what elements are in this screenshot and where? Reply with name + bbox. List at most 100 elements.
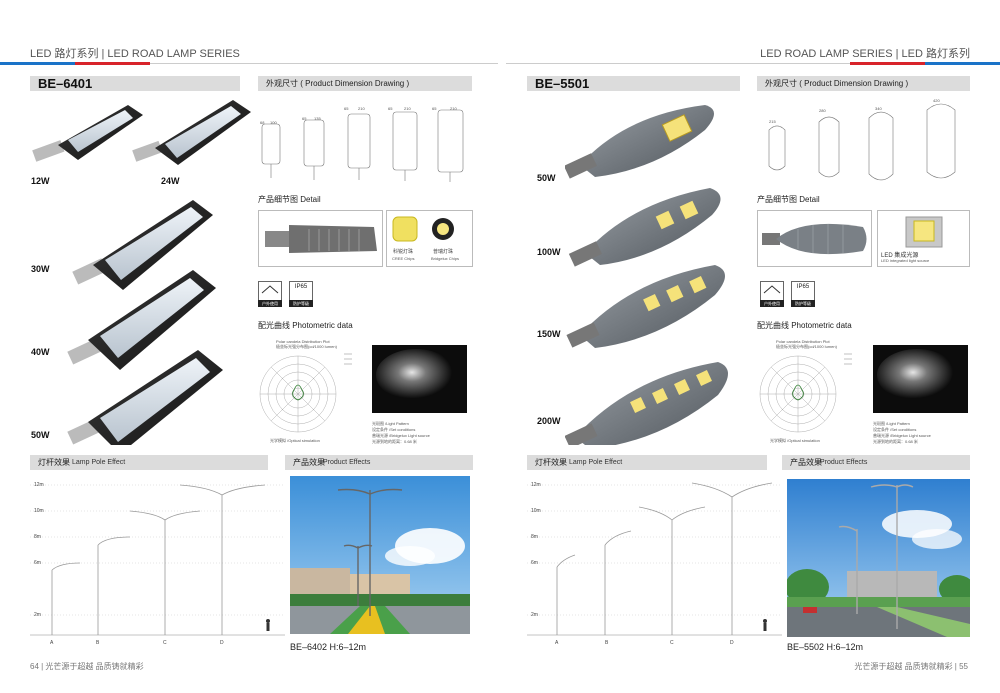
dim-label-4b: 210 bbox=[404, 106, 411, 111]
dim-label-1b: 100 bbox=[270, 120, 277, 125]
right-pole-h-2m: 2m bbox=[531, 612, 538, 618]
left-pole-diagram bbox=[30, 484, 285, 636]
left-product-bar: 产品效果 Product Effects bbox=[285, 455, 473, 470]
watt-label-200w: 200W bbox=[537, 416, 561, 426]
left-ip65-badge: IP65 防护等级 bbox=[289, 281, 313, 307]
watt-label-24w: 24W bbox=[161, 176, 180, 186]
right-polar-title2: 极坐标光强分布图(cd/1000 lumen) bbox=[776, 344, 837, 349]
left-pattern-line2: 设定条件 /Set conditions bbox=[372, 427, 416, 432]
left-dimension-bar: 外观尺寸 ( Product Dimension Drawing ) bbox=[258, 76, 472, 91]
right-chip-image: LED 集成光源 LED integrated light source bbox=[877, 210, 970, 267]
right-detail-image bbox=[757, 210, 872, 267]
watt-label-50w: 50W bbox=[31, 430, 50, 440]
left-chips-image: 科锐灯珠 普瑞灯珠 CREE Chips Bridgelux Chips bbox=[386, 210, 473, 267]
chip2-en: Bridgelux Chips bbox=[431, 256, 460, 261]
right-dimension-drawings bbox=[768, 103, 956, 181]
right-dim-340: 340 bbox=[875, 106, 882, 111]
left-photometric-title: 配光曲线 Photometric data bbox=[258, 321, 353, 330]
left-polar-plot bbox=[259, 353, 352, 433]
right-dim-215: 215 bbox=[769, 119, 776, 124]
chip1-en: CREE Chips bbox=[392, 256, 415, 261]
left-model-name: BE–6401 bbox=[38, 76, 93, 91]
right-product-photo bbox=[787, 479, 970, 637]
right-chip-label: LED 集成光源 bbox=[881, 253, 919, 259]
left-product-photo bbox=[290, 476, 470, 634]
right-pole-h-6m: 6m bbox=[531, 560, 538, 566]
right-pattern-line4: 光源到地的距离：0.68 米 bbox=[873, 439, 918, 444]
left-pole-h-10m: 10m bbox=[34, 508, 44, 514]
right-pole-letter-d: D bbox=[730, 640, 734, 646]
watt-label-150w: 150W bbox=[537, 329, 561, 339]
right-pole-letter-c: C bbox=[670, 640, 674, 646]
lamp-50w-cobra bbox=[565, 105, 714, 179]
dim-label-5a: 65 bbox=[432, 106, 437, 111]
left-model-bar: BE–6401 bbox=[30, 76, 240, 91]
left-pole-letter-d: D bbox=[220, 640, 224, 646]
watt-label-100w: 100W bbox=[537, 247, 561, 257]
right-pole-bar: 灯杆效果 Lamp Pole Effect bbox=[527, 455, 767, 470]
right-lamp-images bbox=[565, 105, 728, 445]
left-detail-title: 产品细节图 Detail bbox=[258, 195, 321, 204]
left-ip65-text: IP65 bbox=[294, 284, 308, 290]
left-pole-letter-b: B bbox=[96, 640, 100, 646]
right-dim-420: 420 bbox=[933, 98, 940, 103]
dim-label-2a: 65 bbox=[302, 116, 307, 121]
left-product-model: BE–6402 H:6–12m bbox=[290, 642, 367, 652]
right-pole-letter-a: A bbox=[555, 640, 559, 646]
right-pattern-line2: 设定条件 /Set conditions bbox=[873, 427, 917, 432]
header-line-blue-right bbox=[925, 62, 1000, 65]
watt-label-50w-right: 50W bbox=[537, 173, 556, 183]
right-dimension-title: 外观尺寸 ( Product Dimension Drawing ) bbox=[765, 79, 909, 88]
right-model-bar: BE–5501 bbox=[527, 76, 740, 91]
left-detail-image bbox=[258, 210, 383, 267]
header-divider-left bbox=[150, 63, 498, 64]
right-product-bar: 产品效果 Product Effects bbox=[782, 455, 970, 470]
right-pole-h-12m: 12m bbox=[531, 482, 541, 488]
right-pole-letter-b: B bbox=[605, 640, 609, 646]
left-polar-title1: Polar candela Distribution Plot bbox=[276, 339, 330, 344]
lamp-24w-image bbox=[132, 100, 251, 165]
right-pattern-line3: 普瑞光源 /Bridgelux Light source bbox=[873, 433, 931, 438]
left-outdoor-label: 户外使用 bbox=[258, 300, 282, 307]
right-pole-title: 灯杆效果 bbox=[535, 458, 567, 467]
left-pole-h-8m: 8m bbox=[34, 534, 41, 540]
left-ip65-cn: 防护等级 bbox=[289, 300, 313, 307]
right-dim-280: 280 bbox=[819, 108, 826, 113]
left-pole-letter-c: C bbox=[163, 640, 167, 646]
left-outdoor-icon: 户外使用 bbox=[258, 281, 282, 307]
left-dimension-drawings bbox=[261, 109, 464, 182]
right-ip65-text: IP65 bbox=[796, 284, 810, 290]
right-ip65-cn: 防护等级 bbox=[791, 300, 815, 307]
chip2-label: 普瑞灯珠 bbox=[433, 249, 454, 255]
left-product-title-en: Product Effects bbox=[323, 459, 371, 466]
chip1-label: 科锐灯珠 bbox=[393, 249, 414, 255]
right-dimension-bar: 外观尺寸 ( Product Dimension Drawing ) bbox=[757, 76, 970, 91]
right-photometric-title: 配光曲线 Photometric data bbox=[757, 321, 852, 330]
lamp-30w-image bbox=[72, 200, 213, 290]
left-polar-title2: 极坐标光强分布图(cd/1000 lumen) bbox=[276, 344, 337, 349]
dim-label-5b: 210 bbox=[450, 106, 457, 111]
watt-label-40w: 40W bbox=[31, 347, 50, 357]
right-chip-en: LED integrated light source bbox=[881, 258, 930, 263]
right-detail-title: 产品细节图 Detail bbox=[757, 195, 820, 204]
lamp-150w-cobra bbox=[566, 265, 725, 348]
left-pole-h-12m: 12m bbox=[34, 482, 44, 488]
right-ip65-badge: IP65 防护等级 bbox=[791, 281, 815, 307]
left-dimension-title: 外观尺寸 ( Product Dimension Drawing ) bbox=[266, 79, 410, 88]
right-pole-diagram bbox=[527, 482, 782, 636]
left-pole-bar: 灯杆效果 Lamp Pole Effect bbox=[30, 455, 268, 470]
right-product-title: 产品效果 bbox=[790, 458, 822, 467]
watt-label-30w: 30W bbox=[31, 264, 50, 274]
left-product-title: 产品效果 bbox=[293, 458, 325, 467]
header-line-red-right bbox=[850, 62, 925, 65]
right-outdoor-label: 户外使用 bbox=[760, 300, 784, 307]
right-polar-title1: Polar candela Distribution Plot bbox=[776, 339, 830, 344]
left-optical-sim: 光学模拟 /Optical simulation bbox=[270, 438, 320, 443]
right-series-title: LED ROAD LAMP SERIES | LED 路灯系列 bbox=[760, 48, 970, 60]
lamp-200w-cobra bbox=[565, 362, 728, 445]
dim-label-1a: 68 bbox=[260, 120, 265, 125]
lamp-50w-image bbox=[67, 350, 223, 445]
header-line-blue-left bbox=[0, 62, 75, 65]
lamp-12w-image bbox=[32, 105, 143, 162]
right-pole-h-10m: 10m bbox=[531, 508, 541, 514]
